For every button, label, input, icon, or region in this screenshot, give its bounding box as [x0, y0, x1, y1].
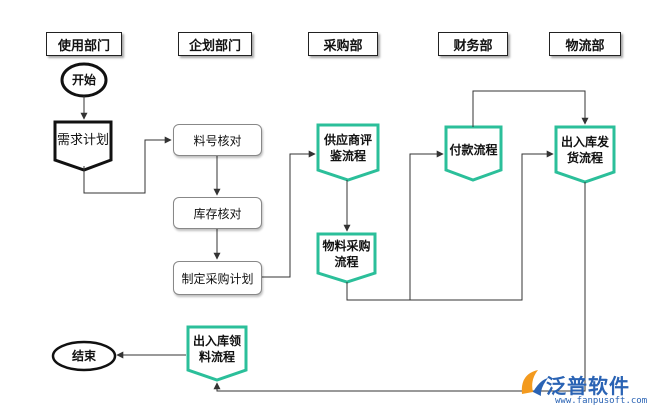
warehouse-ship-line1: 出入库发 — [560, 135, 609, 149]
stock-check-node: 库存核对 — [173, 197, 262, 229]
material-check-node: 料号核对 — [173, 124, 262, 156]
supplier-eval-line2: 鉴流程 — [329, 149, 366, 163]
warehouse-receive-shape — [186, 325, 248, 382]
material-purchase-line2: 流程 — [334, 255, 359, 269]
end-label: 结束 — [71, 349, 96, 363]
end-node-shape — [51, 340, 117, 372]
connector-payment-ship — [472, 90, 589, 127]
warehouse-ship-line2: 货流程 — [566, 151, 603, 165]
header-logistics-dept: 物流部 — [549, 32, 621, 56]
warehouse-ship-shape — [554, 125, 616, 184]
connector-plan-supplier — [261, 150, 316, 278]
connector-material-ship — [410, 150, 554, 301]
material-purchase-line1: 物料采购 — [322, 239, 371, 253]
purchase-plan-node: 制定采购计划 — [173, 261, 262, 295]
fanpu-logo-icon — [521, 370, 548, 396]
supplier-eval-line1: 供应商评 — [323, 133, 372, 147]
supplier-eval-label: 供应商评 鉴流程 — [318, 128, 378, 168]
supplier-eval-shape — [316, 123, 380, 182]
warehouse-receive-line1: 出入库领 — [192, 334, 241, 348]
payment-shape — [444, 125, 503, 182]
header-planning-dept: 企划部门 — [178, 32, 252, 56]
connector-need-material — [83, 136, 172, 194]
start-label: 开始 — [71, 73, 96, 87]
need-plan-label: 需求计划 — [56, 133, 109, 148]
warehouse-receive-label: 出入库领 料流程 — [188, 330, 246, 368]
material-purchase-shape — [316, 232, 377, 284]
warehouse-ship-label: 出入库发 货流程 — [556, 130, 614, 170]
logo-name: 泛普软件 — [546, 374, 630, 398]
connector-ship-receive — [213, 182, 586, 392]
header-purchase-dept: 采购部 — [308, 32, 378, 56]
warehouse-receive-line2: 料流程 — [198, 350, 235, 364]
need-plan-shape — [53, 120, 113, 172]
header-finance-dept: 财务部 — [438, 32, 508, 56]
payment-label: 付款流程 — [449, 143, 498, 157]
material-purchase-label: 物料采购 流程 — [318, 236, 375, 272]
logo-url: www.fanpusoft.com — [555, 396, 648, 406]
header-user-dept: 使用部门 — [46, 32, 122, 56]
